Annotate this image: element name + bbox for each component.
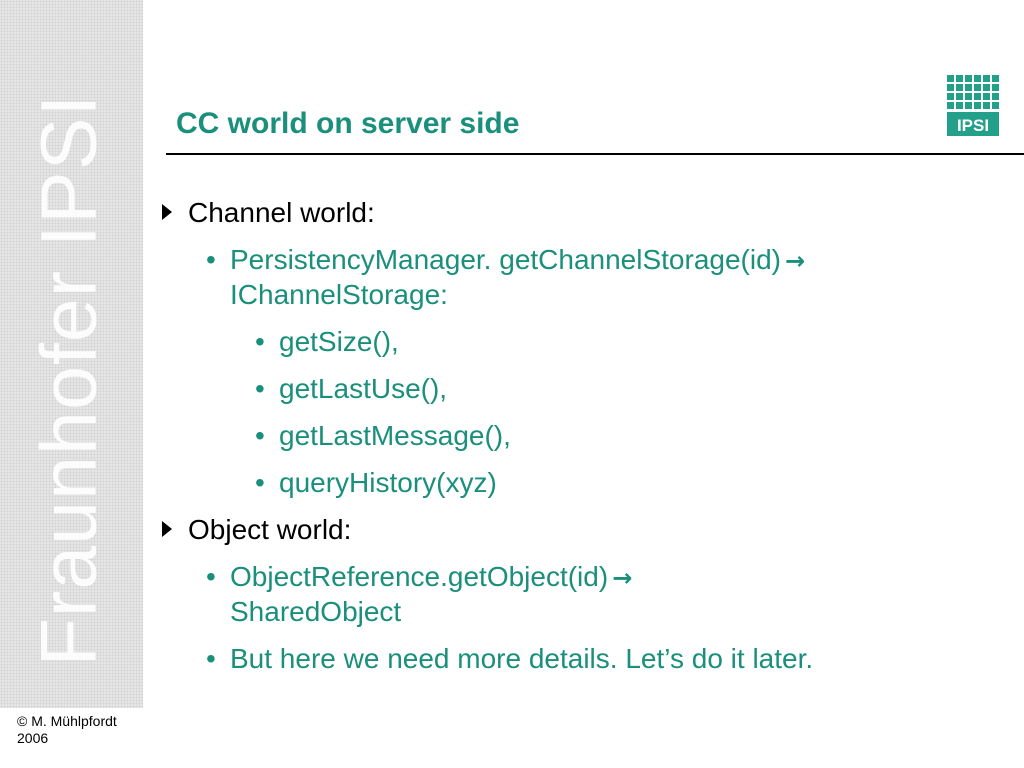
sub-sub-bullet: • getSize(),: [160, 325, 1010, 358]
slide-content: Channel world: • PersistencyManager. get…: [160, 196, 1010, 689]
right-arrow-icon: →: [612, 564, 633, 592]
right-arrow-icon: →: [784, 247, 806, 275]
ipsi-logo: IPSI: [947, 75, 999, 136]
sub-bullet-details: • But here we need more details. Let’s d…: [160, 642, 1010, 675]
dot-bullet-icon: •: [255, 373, 265, 404]
dot-bullet-icon: •: [206, 244, 216, 275]
bullet-label: Object world:: [188, 514, 352, 545]
footer-author: © M. Mühlpfordt: [17, 713, 117, 729]
dot-bullet-icon: •: [255, 467, 265, 498]
sub-sub-bullet-text: queryHistory(xyz): [279, 467, 497, 498]
slide-title: CC world on server side: [176, 107, 520, 140]
sub-bullet-object-reference: • ObjectReference.getObject(id)→ SharedO…: [160, 560, 1010, 628]
sub-bullet-text-continued: SharedObject: [230, 596, 402, 627]
dot-bullet-icon: •: [255, 420, 265, 451]
sub-sub-bullet: • getLastMessage(),: [160, 419, 1010, 452]
sub-sub-bullet-text: getLastUse(),: [279, 373, 448, 404]
dot-bullet-icon: •: [206, 561, 216, 592]
title-rule: [166, 153, 1024, 155]
sub-sub-bullet: • queryHistory(xyz): [160, 466, 1010, 499]
logo-text: IPSI: [957, 116, 989, 135]
bullet-object-world: Object world:: [160, 513, 1010, 546]
bullet-channel-world: Channel world:: [160, 196, 1010, 229]
dot-bullet-icon: •: [255, 326, 265, 357]
sidebar-band: Fraunhofer IPSI: [0, 0, 143, 708]
footer-copyright: © M. Mühlpfordt 2006: [17, 713, 117, 747]
sub-sub-bullet: • getLastUse(),: [160, 372, 1010, 405]
sidebar-watermark: Fraunhofer IPSI: [23, 93, 113, 667]
sub-bullet-text-continued: IChannelStorage:: [230, 279, 448, 310]
footer-year: 2006: [17, 730, 49, 746]
bullet-label: Channel world:: [188, 197, 375, 228]
sub-bullet-text: PersistencyManager. getChannelStorage(id…: [230, 244, 781, 275]
sub-sub-bullet-text: getSize(),: [279, 326, 399, 357]
triangle-bullet-icon: [162, 521, 172, 537]
dot-bullet-icon: •: [206, 643, 216, 674]
sub-bullet-text: But here we need more details. Let’s do …: [230, 643, 814, 674]
sub-bullet-persistency: • PersistencyManager. getChannelStorage(…: [160, 243, 1010, 311]
triangle-bullet-icon: [162, 204, 172, 220]
sub-bullet-text: ObjectReference.getObject(id): [230, 561, 609, 592]
logo-grid-icon: [947, 75, 999, 136]
sub-sub-bullet-text: getLastMessage(),: [279, 420, 511, 451]
